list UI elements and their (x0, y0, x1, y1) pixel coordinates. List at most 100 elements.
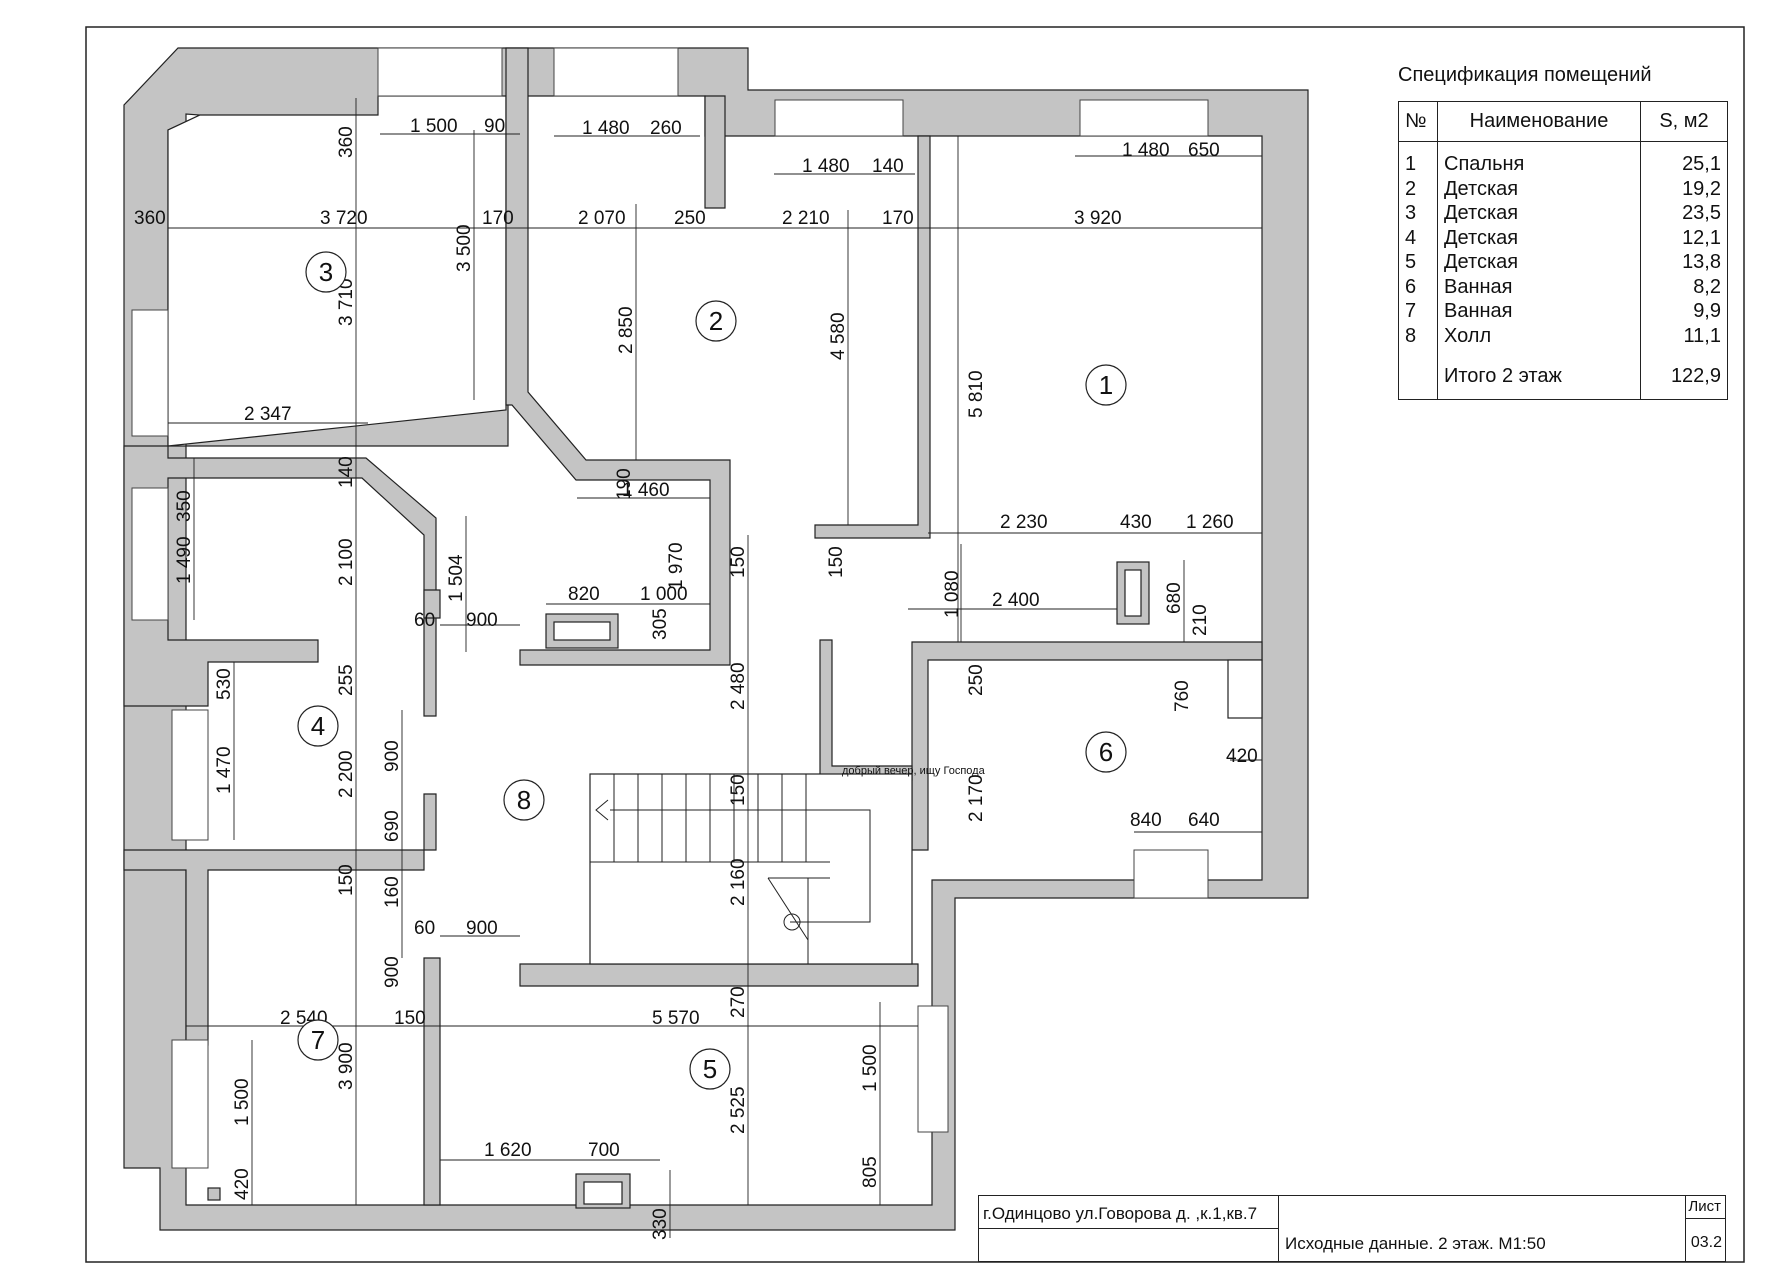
stair-steps (590, 774, 871, 964)
stamp-blank-cell (979, 1229, 1279, 1262)
row-num: 4 (1398, 225, 1438, 250)
room-number: 2 (709, 306, 723, 336)
wall-3-2 (505, 47, 731, 666)
dim-label: 4 580 (828, 312, 849, 360)
room-number: 7 (311, 1025, 325, 1055)
dim-label: 2 070 (578, 208, 626, 229)
dim-label: 420 (232, 1168, 253, 1200)
windows (131, 47, 1209, 1169)
row-area: 11,1 (1640, 323, 1728, 348)
row-area: 23,5 (1640, 201, 1728, 226)
dim-label: 1 504 (446, 554, 467, 602)
title-block: г.Одинцово ул.Говорова д. ,к.1,кв.7 Исхо… (978, 1195, 1726, 1262)
dim-label: 350 (174, 490, 195, 522)
dim-label: 360 (134, 208, 166, 229)
dim-label: 1 000 (640, 584, 688, 605)
stamp-description: Исходные данные. 2 этаж. М1:50 (1285, 1234, 1546, 1253)
dim-label: 305 (650, 608, 671, 640)
dim-label: 3 920 (1074, 208, 1122, 229)
col-name: Наименование (1437, 101, 1641, 142)
dim-label: 210 (1190, 604, 1211, 636)
room-number: 4 (311, 711, 325, 741)
dim-label: 900 (466, 610, 498, 631)
wall-3-4 (123, 445, 437, 717)
dim-label: 190 (614, 468, 635, 500)
dim-label: 650 (1188, 140, 1220, 161)
row-num: 6 (1398, 274, 1438, 299)
dim-label: 170 (882, 208, 914, 229)
sheet-divider (1685, 1218, 1725, 1219)
wall-7-5 (423, 957, 441, 1206)
dim-label: 160 (382, 876, 403, 908)
dim-label: 805 (860, 1156, 881, 1188)
dim-label: 2 210 (782, 208, 830, 229)
row-name: Детская (1437, 176, 1641, 201)
dim-label: 2 850 (616, 306, 637, 354)
dim-label: 900 (466, 918, 498, 939)
dim-label: 1 500 (410, 116, 458, 137)
dim-label: 330 (650, 1208, 671, 1240)
wall-2-top (704, 95, 726, 209)
dim-label: 900 (382, 956, 403, 988)
row-num: 1 (1398, 141, 1438, 177)
row-num: 7 (1398, 299, 1438, 324)
spec-header-row: № Наименование S, м2 (1398, 101, 1728, 142)
dim-label: 700 (588, 1140, 620, 1161)
dim-label: 760 (1172, 680, 1193, 712)
fixtures (207, 561, 1263, 1209)
sheet-frame (85, 26, 1745, 1263)
room-markers: 1 2 3 4 5 6 7 8 (297, 251, 1127, 1090)
room-number: 1 (1099, 370, 1113, 400)
row-name: Ванная (1437, 274, 1641, 299)
dim-label: 90 (484, 116, 505, 137)
dim-label: 1 470 (214, 746, 235, 794)
dim-label: 250 (674, 208, 706, 229)
col-area: S, м2 (1640, 101, 1728, 142)
dim-label: 430 (1120, 512, 1152, 533)
dim-label: 420 (1226, 746, 1258, 767)
stamp-address: г.Одинцово ул.Говорова д. ,к.1,кв.7 (979, 1196, 1279, 1229)
row-name: Холл (1437, 323, 1641, 348)
dim-label: 690 (382, 810, 403, 842)
row-name: Спальня (1437, 141, 1641, 177)
row-area: 25,1 (1640, 141, 1728, 177)
dim-label: 1 480 (582, 118, 630, 139)
wall-hall-left (423, 589, 441, 619)
dim-label: 840 (1130, 810, 1162, 831)
row-area: 9,9 (1640, 299, 1728, 324)
dim-label: 1 480 (802, 156, 850, 177)
dim-label: 360 (336, 126, 357, 158)
dim-label: 170 (482, 208, 514, 229)
dim-label: 250 (966, 664, 987, 696)
row-name: Детская (1437, 201, 1641, 226)
dim-label: 3 720 (320, 208, 368, 229)
dim-label: 2 160 (728, 858, 749, 906)
dim-label: 680 (1164, 582, 1185, 614)
dim-label: 640 (1188, 810, 1220, 831)
wall-hall-5 (519, 963, 919, 987)
room-number: 8 (517, 785, 531, 815)
room-number: 5 (703, 1054, 717, 1084)
room-number: 3 (319, 257, 333, 287)
total-area: 122,9 (1640, 348, 1728, 400)
wall-2-1 (814, 135, 931, 539)
row-num: 8 (1398, 323, 1438, 348)
row-area: 13,8 (1640, 250, 1728, 275)
dim-label: 1 620 (484, 1140, 532, 1161)
room-number: 6 (1099, 737, 1113, 767)
dim-label: 140 (336, 456, 357, 488)
col-num: № (1398, 101, 1438, 142)
sheet-number: 03.2 (1690, 1234, 1722, 1251)
dim-label: 150 (394, 1008, 426, 1029)
dim-label: 1 970 (666, 542, 687, 590)
dim-label: 3 900 (336, 1042, 357, 1090)
row-num: 3 (1398, 201, 1438, 226)
sheet-label: Лист (1688, 1198, 1721, 1215)
dim-label: 140 (872, 156, 904, 177)
